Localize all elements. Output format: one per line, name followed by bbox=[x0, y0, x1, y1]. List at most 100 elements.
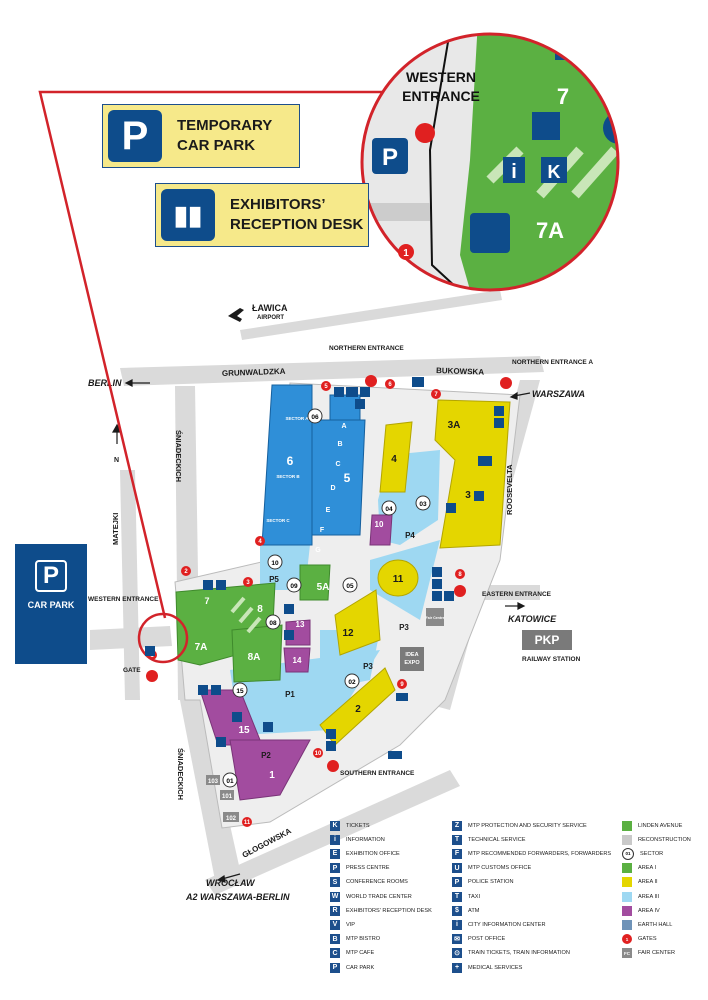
zoom-hall-7a: 7A bbox=[536, 218, 564, 243]
hall-5a-label: 5A bbox=[317, 582, 330, 593]
svg-text:2: 2 bbox=[184, 569, 188, 575]
pkp-badge: PKP bbox=[522, 630, 572, 650]
street-grunwaldzka: GRUNWALDZKA bbox=[222, 367, 286, 378]
parking-p2: P2 bbox=[261, 751, 271, 760]
linden-avenue-stripes bbox=[230, 596, 262, 634]
svg-text:101: 101 bbox=[222, 794, 233, 800]
hall-5-label: 5 bbox=[344, 471, 351, 485]
svg-text:09: 09 bbox=[290, 583, 298, 590]
sector-c-label: SECTOR C bbox=[266, 518, 290, 523]
parking-p4: P4 bbox=[405, 531, 415, 540]
svg-text:02: 02 bbox=[348, 679, 356, 686]
gate-6: 6 bbox=[385, 379, 395, 389]
svg-text:G: G bbox=[315, 547, 321, 554]
svg-text:D: D bbox=[330, 485, 335, 492]
idea-expo-label-1: IDEA bbox=[405, 652, 418, 658]
svg-text:F: F bbox=[320, 527, 325, 534]
label-western-entrance: WESTERN ENTRANCE bbox=[88, 596, 159, 603]
svg-text:6: 6 bbox=[388, 382, 392, 388]
hall-3-label: 3 bbox=[465, 490, 471, 501]
hall-15-label: 15 bbox=[238, 725, 250, 736]
zoom-entrance-l2: ENTRANCE bbox=[402, 88, 480, 104]
hall-13-label: 13 bbox=[296, 620, 305, 629]
gate-2: 2 bbox=[181, 566, 191, 576]
label-eastern-entrance: EASTERN ENTRANCE bbox=[482, 591, 552, 598]
hall-7a-map-label: 7A bbox=[195, 642, 208, 653]
direction-wroclaw: WROCŁAW bbox=[206, 878, 256, 888]
parking-p5: P5 bbox=[269, 575, 279, 584]
fair-centre-label: Fair Centre bbox=[426, 616, 445, 620]
svg-text:102: 102 bbox=[226, 816, 237, 822]
callout-car-park-line2: CAR PARK bbox=[177, 137, 256, 154]
gate-10: 10 bbox=[313, 748, 323, 758]
sector-a-label: SECTOR A bbox=[285, 416, 309, 421]
direction-katowice: KATOWICE bbox=[508, 614, 557, 624]
gate-4: 4 bbox=[255, 536, 265, 546]
svg-text:1: 1 bbox=[403, 248, 409, 259]
label-railway-station: RAILWAY STATION bbox=[522, 656, 581, 663]
callout-car-park-line1: TEMPORARY bbox=[177, 117, 273, 134]
gate-3: 3 bbox=[243, 577, 253, 587]
label-southern-entrance: SOUTHERN ENTRANCE bbox=[340, 770, 415, 777]
street-sniadeckich-bottom: ŚNIADECKICH bbox=[176, 748, 185, 800]
gate-7: 7 bbox=[431, 389, 441, 399]
gate-5: 5 bbox=[321, 381, 331, 391]
svg-text:C: C bbox=[335, 461, 340, 468]
sector-b-label: SECTOR B bbox=[276, 474, 300, 479]
street-roosevelta: ROOSEVELTA bbox=[505, 464, 514, 515]
area-iv-halls bbox=[199, 514, 393, 801]
parking-p3-a: P3 bbox=[399, 623, 409, 632]
hall-2-label: 2 bbox=[355, 704, 361, 715]
svg-text:15: 15 bbox=[236, 688, 244, 695]
car-park-box[interactable]: P CAR PARK bbox=[15, 544, 87, 664]
svg-text:9: 9 bbox=[400, 682, 404, 688]
zoom-gate-1 bbox=[398, 244, 414, 260]
car-park-label: CAR PARK bbox=[27, 600, 75, 610]
sector-markers: 01 02 03 04 05 06 08 09 10 15 101 102 10… bbox=[206, 408, 431, 822]
svg-text:10: 10 bbox=[315, 751, 322, 757]
idea-expo-label-2: EXPO bbox=[404, 660, 420, 666]
area-ii-halls bbox=[319, 399, 511, 746]
gray-buildings bbox=[400, 608, 444, 671]
hall-14-label: 14 bbox=[293, 656, 302, 665]
direction-berlin: BERLIN bbox=[88, 378, 122, 388]
direction-warszawa: WARSZAWA bbox=[532, 389, 585, 399]
parking-p1: P1 bbox=[285, 690, 295, 699]
hall-6-label: 6 bbox=[287, 454, 294, 468]
callout-exhibitors-reception: ▮▮ EXHIBITORS’ RECEPTION DESK bbox=[155, 183, 369, 247]
zoom-parking-icon bbox=[372, 138, 408, 174]
entrance-icons bbox=[146, 375, 512, 772]
svg-text:10: 10 bbox=[271, 560, 279, 567]
zoom-callout-lines bbox=[38, 90, 420, 664]
hall-5-letters: A B C D E F G bbox=[315, 423, 346, 554]
hall-8-label: 8 bbox=[257, 604, 263, 615]
svg-text:05: 05 bbox=[346, 583, 354, 590]
airplane-icon bbox=[228, 308, 244, 322]
direction-arrows bbox=[111, 308, 531, 883]
callout-temporary-car-park: P TEMPORARY CAR PARK bbox=[102, 104, 300, 168]
label-gate: GATE bbox=[123, 667, 141, 674]
svg-text:11: 11 bbox=[244, 820, 251, 826]
direction-lawica: ŁAWICA bbox=[252, 303, 288, 313]
svg-text:P: P bbox=[382, 144, 398, 171]
svg-text:5: 5 bbox=[324, 384, 328, 390]
label-northern-entrance-a: NORTHERN ENTRANCE A bbox=[512, 359, 593, 366]
hall-4-label: 4 bbox=[391, 454, 397, 465]
street-bukowska: BUKOWSKA bbox=[436, 366, 485, 377]
hall-3a-label: 3A bbox=[448, 420, 461, 431]
street-matejki: MATEJKI bbox=[111, 513, 120, 545]
parking-icon: P bbox=[108, 110, 162, 162]
north-arrow-label: N bbox=[114, 457, 119, 464]
zoom-hall-7: 7 bbox=[557, 84, 569, 109]
map-service-icons bbox=[145, 377, 504, 759]
zoom-entrance-l1: WESTERN bbox=[406, 69, 476, 85]
car-park-icon: P bbox=[35, 560, 67, 592]
svg-text:8: 8 bbox=[458, 572, 462, 578]
svg-text:S: S bbox=[565, 42, 574, 58]
zoom-entrance-icon bbox=[415, 123, 435, 143]
parking-p3-b: P3 bbox=[363, 662, 373, 671]
hall-7-map-label: 7 bbox=[204, 596, 209, 606]
hall-8a-label: 8A bbox=[248, 652, 261, 663]
callout-exhibitors-line2: RECEPTION DESK bbox=[230, 216, 364, 233]
